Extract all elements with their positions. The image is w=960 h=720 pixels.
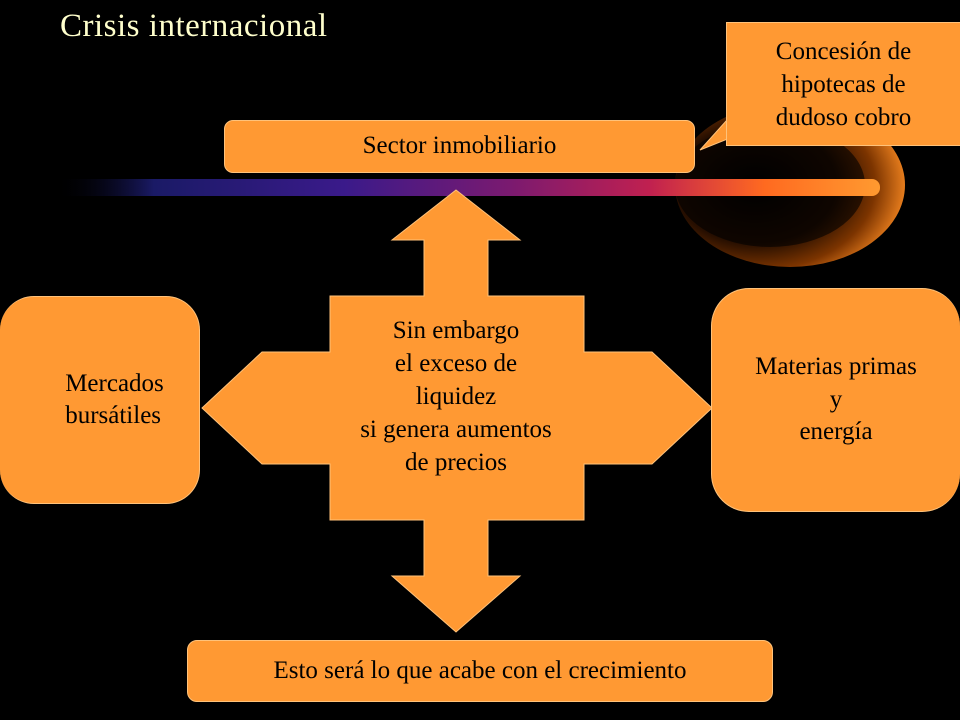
- center-text: Sin embargo el exceso de liquidez si gen…: [360, 317, 552, 476]
- callout-text: Concesión de hipotecas de dudoso cobro: [775, 37, 912, 131]
- bottom-box: Esto será lo que acabe con el crecimient…: [187, 640, 773, 702]
- callout-box: Concesión de hipotecas de dudoso cobro: [726, 22, 960, 146]
- right-box-text: Materias primas y energía: [755, 353, 917, 446]
- bottom-box-text: Esto será lo que acabe con el crecimient…: [273, 656, 687, 684]
- four-way-arrow: [201, 189, 713, 633]
- top-box: Sector inmobiliario: [224, 120, 695, 173]
- left-box-text: Mercados bursátiles: [65, 369, 164, 430]
- right-box: Materias primas y energía: [711, 288, 960, 512]
- top-box-text: Sector inmobiliario: [362, 132, 557, 160]
- left-box: Mercados bursátiles: [0, 296, 200, 504]
- slide-title: Crisis internacional: [60, 8, 328, 44]
- streak-decoration: [55, 179, 880, 196]
